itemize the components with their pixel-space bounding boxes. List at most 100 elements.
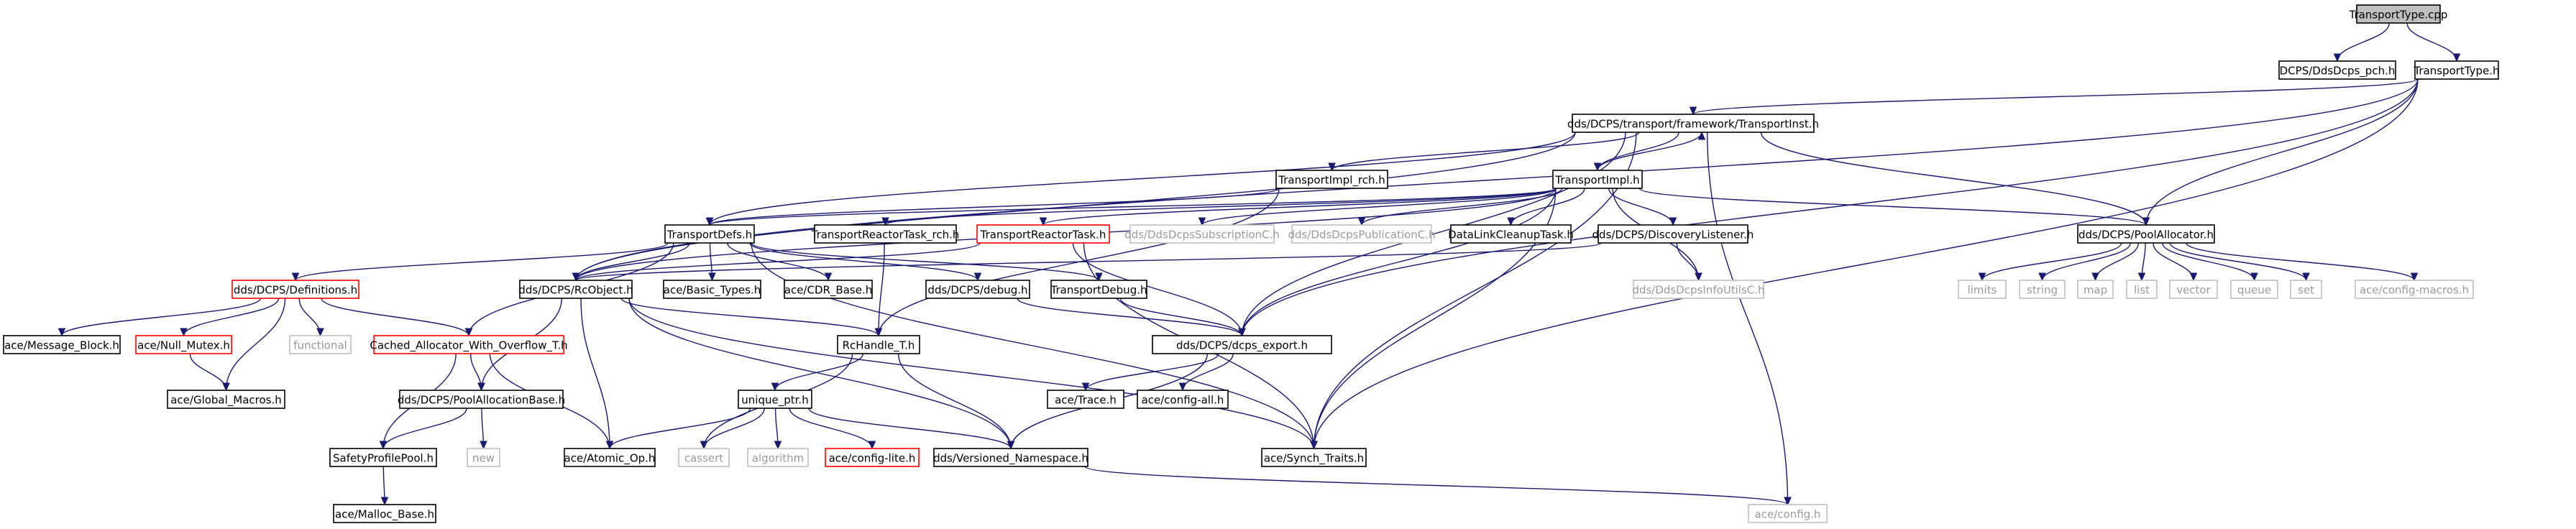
node-reactortask[interactable]: TransportReactorTask.h bbox=[976, 224, 1110, 244]
node-transportimpl-rch[interactable]: TransportImpl_rch.h bbox=[1275, 170, 1388, 189]
node-box bbox=[2414, 60, 2499, 80]
node-box bbox=[747, 448, 809, 467]
node-synch-traits[interactable]: ace/Synch_Traits.h bbox=[1261, 448, 1367, 467]
node-label: ace/Atomic_Op.h bbox=[564, 452, 656, 466]
node-vector: vector bbox=[2169, 280, 2218, 299]
node-list: list bbox=[2126, 280, 2158, 299]
node-global-macros[interactable]: ace/Global_Macros.h bbox=[167, 390, 285, 409]
node-box bbox=[519, 280, 633, 299]
node-box bbox=[329, 448, 437, 467]
node-label: TransportReactorTask_rch.h bbox=[811, 229, 960, 242]
node-transportinst[interactable]: dds/DCPS/transport/framework/TransportIn… bbox=[1567, 114, 1819, 133]
node-box bbox=[135, 335, 232, 354]
edge-transportimpl-to-reactortask bbox=[1039, 188, 1557, 226]
node-null-mutex[interactable]: ace/Null_Mutex.h bbox=[135, 335, 232, 354]
node-box bbox=[2356, 4, 2441, 24]
node-transportimpl[interactable]: TransportImpl.h bbox=[1552, 170, 1643, 189]
node-ddsdcps-pch[interactable]: DCPS/DdsDcps_pch.h bbox=[2278, 60, 2396, 80]
node-publicationc: dds/DdsDcpsPublicationC.h bbox=[1288, 224, 1436, 244]
node-config-macros: ace/config-macros.h bbox=[2355, 280, 2474, 299]
edge-unique_ptr-to-versioned_namespace bbox=[808, 408, 1015, 450]
node-atomic-op[interactable]: ace/Atomic_Op.h bbox=[564, 448, 656, 467]
node-poolallocator[interactable]: dds/DCPS/PoolAllocator.h bbox=[2077, 224, 2215, 244]
node-cdr-base[interactable]: ace/CDR_Base.h bbox=[784, 280, 873, 299]
node-box bbox=[1633, 280, 1764, 299]
edge-rcobject-to-synch_traits bbox=[628, 298, 1318, 450]
node-safetyprofilepool[interactable]: SafetyProfilePool.h bbox=[329, 448, 437, 467]
node-definitions[interactable]: dds/DCPS/Definitions.h bbox=[232, 280, 359, 299]
node-string: string bbox=[2019, 280, 2066, 299]
edge-unique_ptr-to-atomic_op bbox=[605, 408, 751, 450]
node-label: dds/DCPS/DiscoveryListener.h bbox=[1592, 229, 1754, 242]
edge-transportdefs-to-definitions bbox=[291, 242, 669, 282]
edge-dcps_export-to-trace bbox=[1081, 353, 1219, 392]
node-transportdebug[interactable]: TransportDebug.h bbox=[1050, 280, 1147, 299]
edge-root-to-transporttype bbox=[2406, 22, 2461, 63]
node-box bbox=[289, 335, 352, 354]
edge-null_mutex-to-global_macros bbox=[189, 353, 230, 392]
node-label: ace/Global_Macros.h bbox=[170, 394, 282, 408]
edge-transportdefs-to-basic_types bbox=[708, 242, 716, 282]
node-versioned-namespace[interactable]: dds/Versioned_Namespace.h bbox=[933, 448, 1088, 467]
node-label: dds/DCPS/PoolAllocationBase.h bbox=[398, 394, 565, 407]
edge-unique_ptr-to-config_lite bbox=[789, 408, 876, 450]
node-trace[interactable]: ace/Trace.h bbox=[1047, 390, 1124, 409]
edge-poolallocator-to-string bbox=[2038, 242, 2132, 282]
node-poolallocationbase[interactable]: dds/DCPS/PoolAllocationBase.h bbox=[398, 390, 565, 409]
node-label: DCPS/DdsDcps_pch.h bbox=[2280, 65, 2396, 78]
node-transportdefs[interactable]: TransportDefs.h bbox=[664, 224, 755, 244]
node-box bbox=[1129, 224, 1275, 244]
edge-poolallocator-to-queue bbox=[2161, 242, 2258, 282]
edge-versioned_namespace-to-config bbox=[1084, 466, 1792, 506]
node-datalinkcleanup[interactable]: DataLinkCleanupTask.h bbox=[1448, 224, 1574, 244]
node-new: new bbox=[467, 448, 500, 467]
edge-transportimpl-to-transportinst bbox=[1597, 131, 1706, 171]
node-box bbox=[678, 448, 730, 467]
node-message-block[interactable]: ace/Message_Block.h bbox=[3, 335, 121, 354]
edge-transportdefs-to-debug bbox=[749, 242, 982, 282]
edge-transportimpl-to-datalinkcleanup bbox=[1507, 188, 1585, 226]
node-label: new bbox=[472, 452, 495, 465]
node-box bbox=[1047, 390, 1124, 409]
node-reactortask-rch[interactable]: TransportReactorTask_rch.h bbox=[811, 224, 960, 244]
node-limits: limits bbox=[1958, 280, 2007, 299]
node-dcps-export[interactable]: dds/DCPS/dcps_export.h bbox=[1152, 335, 1332, 354]
node-box bbox=[738, 390, 812, 409]
node-label: TransportDebug.h bbox=[1050, 284, 1147, 297]
node-label: list bbox=[2134, 284, 2150, 297]
node-discoverylistener[interactable]: dds/DCPS/DiscoveryListener.h bbox=[1592, 224, 1754, 244]
node-label: vector bbox=[2176, 284, 2211, 297]
node-box bbox=[2230, 280, 2278, 299]
node-box bbox=[1598, 224, 1748, 244]
node-box bbox=[1291, 224, 1432, 244]
node-rcobject[interactable]: dds/DCPS/RcObject.h bbox=[518, 280, 633, 299]
edge-root-to-ddsdcps_pch bbox=[2333, 22, 2390, 63]
edge-transportimpl-to-subscriptionc bbox=[1198, 188, 1557, 226]
node-box bbox=[467, 448, 500, 467]
node-config-lite[interactable]: ace/config-lite.h bbox=[825, 448, 920, 467]
node-config-all[interactable]: ace/config-all.h bbox=[1137, 390, 1229, 409]
node-label: ace/config.h bbox=[1755, 508, 1821, 521]
edge-transportimpl-to-dcps_export bbox=[1238, 188, 1557, 337]
edge-definitions-to-message_block bbox=[58, 298, 261, 337]
node-box bbox=[232, 280, 359, 299]
node-unique-ptr[interactable]: unique_ptr.h bbox=[738, 390, 812, 409]
edge-transportimpl-to-discoverylistener bbox=[1608, 188, 1677, 226]
node-cached-allocator[interactable]: Cached_Allocator_With_Overflow_T.h bbox=[370, 335, 568, 354]
edge-poolallocator-to-set bbox=[2169, 242, 2310, 282]
node-malloc-base[interactable]: ace/Malloc_Base.h bbox=[333, 504, 436, 523]
node-rchandle[interactable]: RcHandle_T.h bbox=[837, 335, 920, 354]
edge-definitions-to-functional bbox=[298, 298, 324, 337]
node-debug[interactable]: dds/DCPS/debug.h bbox=[925, 280, 1030, 299]
node-basic-types[interactable]: ace/Basic_Types.h bbox=[663, 280, 761, 299]
edge-rcobject-to-rchandle bbox=[620, 298, 883, 337]
edge-transportimpl-to-transportdefs bbox=[705, 188, 1557, 226]
node-map: map bbox=[2077, 280, 2114, 299]
edge-transportinst-to-poolallocator bbox=[1760, 132, 2150, 226]
node-box bbox=[1958, 280, 2007, 299]
node-transporttype[interactable]: TransportType.h bbox=[2413, 60, 2500, 80]
node-set: set bbox=[2290, 280, 2322, 299]
edge-transporttype-to-poolallocator bbox=[2142, 78, 2419, 226]
node-box bbox=[837, 335, 920, 354]
edge-definitions-to-cached_allocator bbox=[321, 298, 473, 337]
